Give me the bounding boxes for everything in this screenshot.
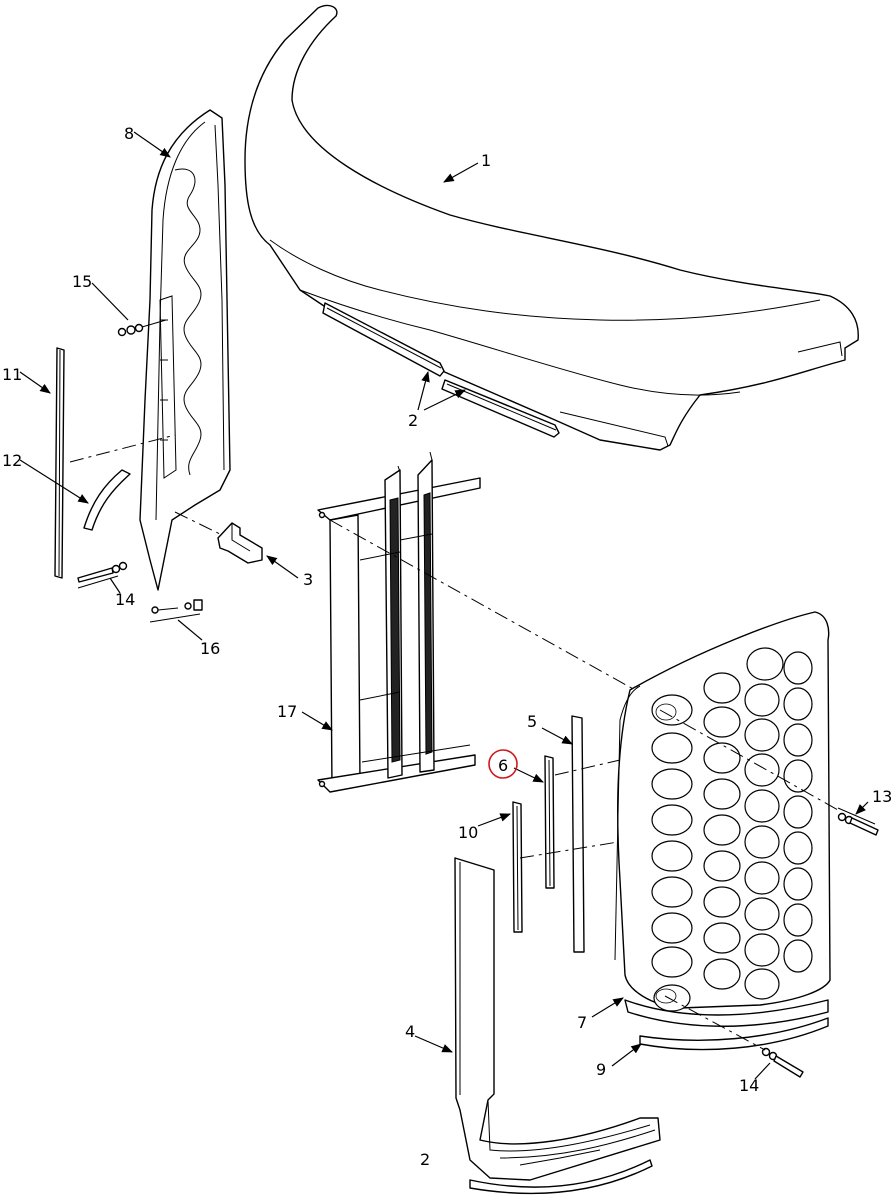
grille-part (614, 611, 831, 1027)
callout-2-bottom: 2 (420, 1150, 430, 1169)
callout-3: 3 (303, 570, 313, 589)
strip-part-5 (571, 715, 585, 953)
callout-10: 10 (458, 823, 478, 842)
strip-part-10 (512, 801, 523, 933)
grille-openings (651, 647, 813, 1012)
callout-5: 5 (527, 712, 537, 731)
callout-15: 15 (72, 272, 92, 291)
screw-set-15 (117, 319, 167, 337)
lower-side-panel (454, 857, 661, 1181)
curved-seal-strip (83, 469, 131, 531)
callout-8: 8 (124, 124, 134, 143)
callout-2-hood: 2 (408, 411, 418, 430)
callout-11: 11 (2, 365, 22, 384)
bolt-set-14-right (761, 1047, 804, 1078)
alignment-lines (69, 434, 839, 1051)
hood-part (244, 4, 859, 451)
callout-9: 9 (596, 1060, 606, 1079)
callout-7: 7 (577, 1013, 587, 1032)
bolt-set-14-left (77, 561, 128, 589)
highlight-ring (488, 749, 518, 779)
frame-part (317, 451, 481, 793)
callout-14-right: 14 (739, 1076, 759, 1095)
callout-labels: 1 2 3 4 5 6 7 8 9 10 11 12 13 14 14 15 1… (2, 124, 891, 1169)
bolt-set-13 (837, 807, 879, 836)
bolt-set-16 (149, 599, 203, 623)
callout-17: 17 (277, 702, 297, 721)
hood-seal-strip-upper (322, 302, 445, 377)
leader-lines (19, 131, 869, 1080)
vertical-seal-strip (54, 347, 65, 579)
side-panel-part (139, 109, 231, 591)
bottom-seal-strip (469, 1159, 653, 1195)
callout-12: 12 (2, 451, 22, 470)
callout-13: 13 (872, 787, 891, 806)
strip-part-6 (544, 755, 555, 889)
bracket-part (217, 522, 263, 564)
callout-1: 1 (481, 151, 491, 170)
callout-16: 16 (200, 639, 220, 658)
callout-4: 4 (405, 1022, 415, 1041)
grille-bottom-seal (639, 1017, 829, 1051)
callout-6: 6 (498, 756, 508, 775)
callout-14-left: 14 (115, 590, 135, 609)
